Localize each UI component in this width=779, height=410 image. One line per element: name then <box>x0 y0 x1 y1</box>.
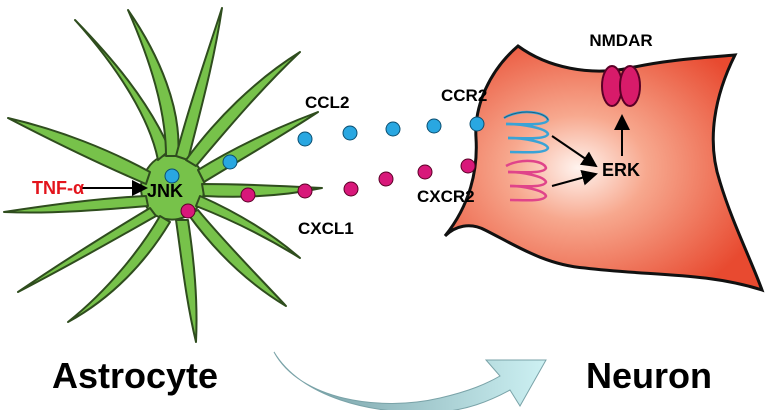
neuron-title: Neuron <box>586 355 712 396</box>
ccl2-label: CCL2 <box>305 93 349 112</box>
cxcl1-dot <box>180 203 196 219</box>
ccl2-dot <box>297 131 313 147</box>
erk-label: ERK <box>602 160 640 180</box>
curved-arrow-icon <box>273 351 547 410</box>
nmdar-receptor <box>601 65 641 107</box>
astrocyte-title: Astrocyte <box>52 355 218 396</box>
ccl2-dot <box>164 168 180 184</box>
cxcl1-dot <box>378 171 394 187</box>
cxcl1-dot <box>417 164 433 180</box>
ccr2-to-erk-arrow <box>551 135 598 168</box>
astrocyte-cell <box>3 7 323 343</box>
ccr2-label: CCR2 <box>441 86 487 105</box>
cxcl1-dot <box>343 181 359 197</box>
ccl2-chemokines <box>164 116 485 184</box>
ccl2-dot <box>469 116 485 132</box>
cxcl1-dot <box>240 187 256 203</box>
ccl2-dot <box>426 118 442 134</box>
tnf-alpha-label: TNF-α <box>32 178 84 198</box>
cxcl1-dot <box>297 183 313 199</box>
cxcr2-receptor <box>505 159 548 202</box>
cxcr2-label: CXCR2 <box>417 187 475 206</box>
ccl2-dot <box>222 154 238 170</box>
nmdar-label: NMDAR <box>589 31 652 50</box>
neuron-cell <box>443 44 765 293</box>
cxcl1-label: CXCL1 <box>298 219 354 238</box>
cxcl1-chemokines <box>180 158 476 219</box>
cxcr2-to-erk-arrow <box>551 169 598 187</box>
ccl2-dot <box>342 125 358 141</box>
ccl2-dot <box>385 121 401 137</box>
cxcl1-dot <box>460 158 476 174</box>
jnk-label: JNK <box>147 181 183 201</box>
